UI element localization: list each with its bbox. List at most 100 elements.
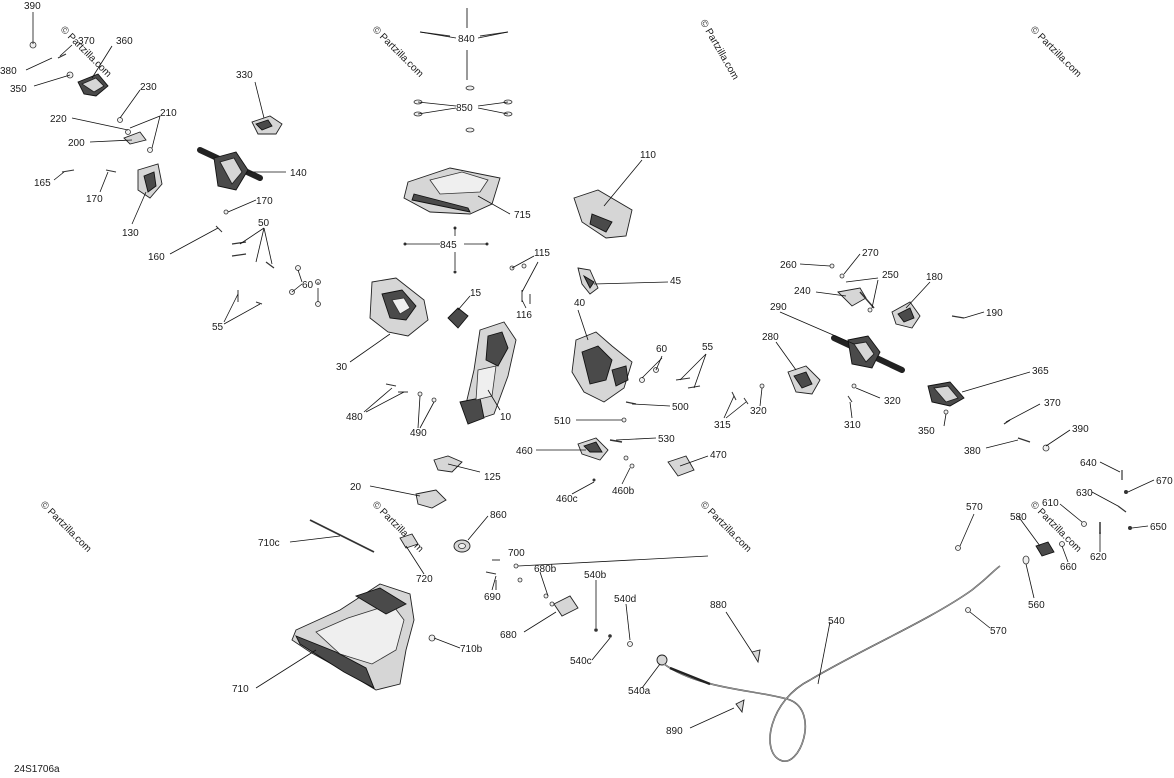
callout-label: 490 <box>410 428 427 439</box>
callout-label: 140 <box>290 168 307 179</box>
callout-label: 30 <box>336 362 348 373</box>
callout-label: 720 <box>416 574 433 585</box>
callout-labels: 390 370 360 380 350 330 840 850 230 220 … <box>0 1 1173 737</box>
part-drawings <box>29 8 1132 762</box>
callout-label: 115 <box>534 248 550 259</box>
callout-label: 680b <box>534 564 557 575</box>
callout-label: 470 <box>710 450 727 461</box>
callout-label: 220 <box>50 114 67 125</box>
callout-label: 560 <box>1028 600 1045 611</box>
callout-label: 190 <box>986 308 1003 319</box>
callout-label: 10 <box>500 412 512 423</box>
watermark: © Partzilla.com <box>370 24 425 79</box>
callout-label: 700 <box>508 548 525 559</box>
callout-label: 580 <box>1010 512 1027 523</box>
watermark: © Partzilla.com <box>38 499 93 554</box>
callout-label: 280 <box>762 332 779 343</box>
callout-label: 370 <box>78 36 95 47</box>
callout-label: 290 <box>770 302 787 313</box>
callout-label: 240 <box>794 286 811 297</box>
callout-label: 170 <box>86 194 103 205</box>
callout-label: 670 <box>1156 476 1173 487</box>
callout-label: 650 <box>1150 522 1167 533</box>
callout-label: 45 <box>670 276 682 287</box>
callout-label: 310 <box>844 420 861 431</box>
callout-label: 370 <box>1044 398 1061 409</box>
leader-lines <box>25 12 1155 729</box>
callout-label: 365 <box>1032 366 1049 377</box>
callout-label: 540b <box>584 570 607 581</box>
callout-label: 510 <box>554 416 571 427</box>
callout-label: 570 <box>990 626 1007 637</box>
callout-label: 360 <box>116 36 133 47</box>
copyright-text: © Partzilla.com <box>697 18 740 82</box>
callout-label: 390 <box>1072 424 1089 435</box>
callout-label: 480 <box>346 412 363 423</box>
callout-label: 630 <box>1076 488 1093 499</box>
callout-label: 160 <box>148 252 165 263</box>
callout-label: 350 <box>10 84 27 95</box>
callout-label: 60 <box>302 280 314 291</box>
callout-label: 380 <box>964 446 981 457</box>
callout-label: 20 <box>350 482 362 493</box>
callout-label: 710b <box>460 644 483 655</box>
callout-label: 710 <box>232 684 249 695</box>
callout-label: 55 <box>702 342 714 353</box>
callout-label: 210 <box>160 108 177 119</box>
callout-label: 845 <box>440 240 457 251</box>
callout-label: 570 <box>966 502 983 513</box>
watermark: © Partzilla.com <box>1028 24 1083 79</box>
callout-label: 715 <box>514 210 531 221</box>
watermark: © Partzilla.com <box>370 499 425 554</box>
callout-label: 680 <box>500 630 517 641</box>
watermark: © Partzilla.com <box>698 499 753 554</box>
throttle-cable <box>663 565 1001 762</box>
callout-label: 390 <box>24 1 41 12</box>
callout-label: 850 <box>456 103 473 114</box>
callout-label: 315 <box>714 420 731 431</box>
callout-label: 55 <box>212 322 224 333</box>
callout-label: 260 <box>780 260 797 271</box>
callout-label: 540d <box>614 594 636 605</box>
callout-label: 270 <box>862 248 879 259</box>
callout-label: 660 <box>1060 562 1077 573</box>
callout-label: 230 <box>140 82 157 93</box>
callout-label: 200 <box>68 138 85 149</box>
callout-label: 350 <box>918 426 935 437</box>
callout-label: 170 <box>256 196 273 207</box>
callout-label: 620 <box>1090 552 1107 563</box>
diagram-code: 24S1706a <box>14 764 60 775</box>
callout-label: 180 <box>926 272 943 283</box>
callout-label: 890 <box>666 726 683 737</box>
callout-label: 460b <box>612 486 635 497</box>
callout-label: 165 <box>34 178 51 189</box>
callout-label: 460c <box>556 494 578 505</box>
callout-label: 116 <box>516 310 532 321</box>
callout-label: 540 <box>828 616 845 627</box>
callout-label: 320 <box>884 396 901 407</box>
callout-label: 50 <box>258 218 270 229</box>
callout-label: 530 <box>658 434 675 445</box>
callout-label: 330 <box>236 70 253 81</box>
callout-label: 15 <box>470 288 482 299</box>
callout-label: 860 <box>490 510 507 521</box>
callout-label: 110 <box>640 150 656 161</box>
callout-label: 880 <box>710 600 727 611</box>
callout-label: 710c <box>258 538 280 549</box>
callout-label: 380 <box>0 66 17 77</box>
callout-label: 250 <box>882 270 899 281</box>
callout-label: 130 <box>122 228 139 239</box>
callout-label: 460 <box>516 446 533 457</box>
callout-label: 125 <box>484 472 501 483</box>
callout-label: 540a <box>628 686 651 697</box>
watermark: © Partzilla.com <box>58 24 113 79</box>
callout-label: 60 <box>656 344 668 355</box>
callout-label: 40 <box>574 298 586 309</box>
callout-label: 840 <box>458 34 475 45</box>
callout-label: 690 <box>484 592 501 603</box>
callout-label: 540c <box>570 656 592 667</box>
callout-label: 640 <box>1080 458 1097 469</box>
callout-label: 320 <box>750 406 767 417</box>
callout-label: 500 <box>672 402 689 413</box>
